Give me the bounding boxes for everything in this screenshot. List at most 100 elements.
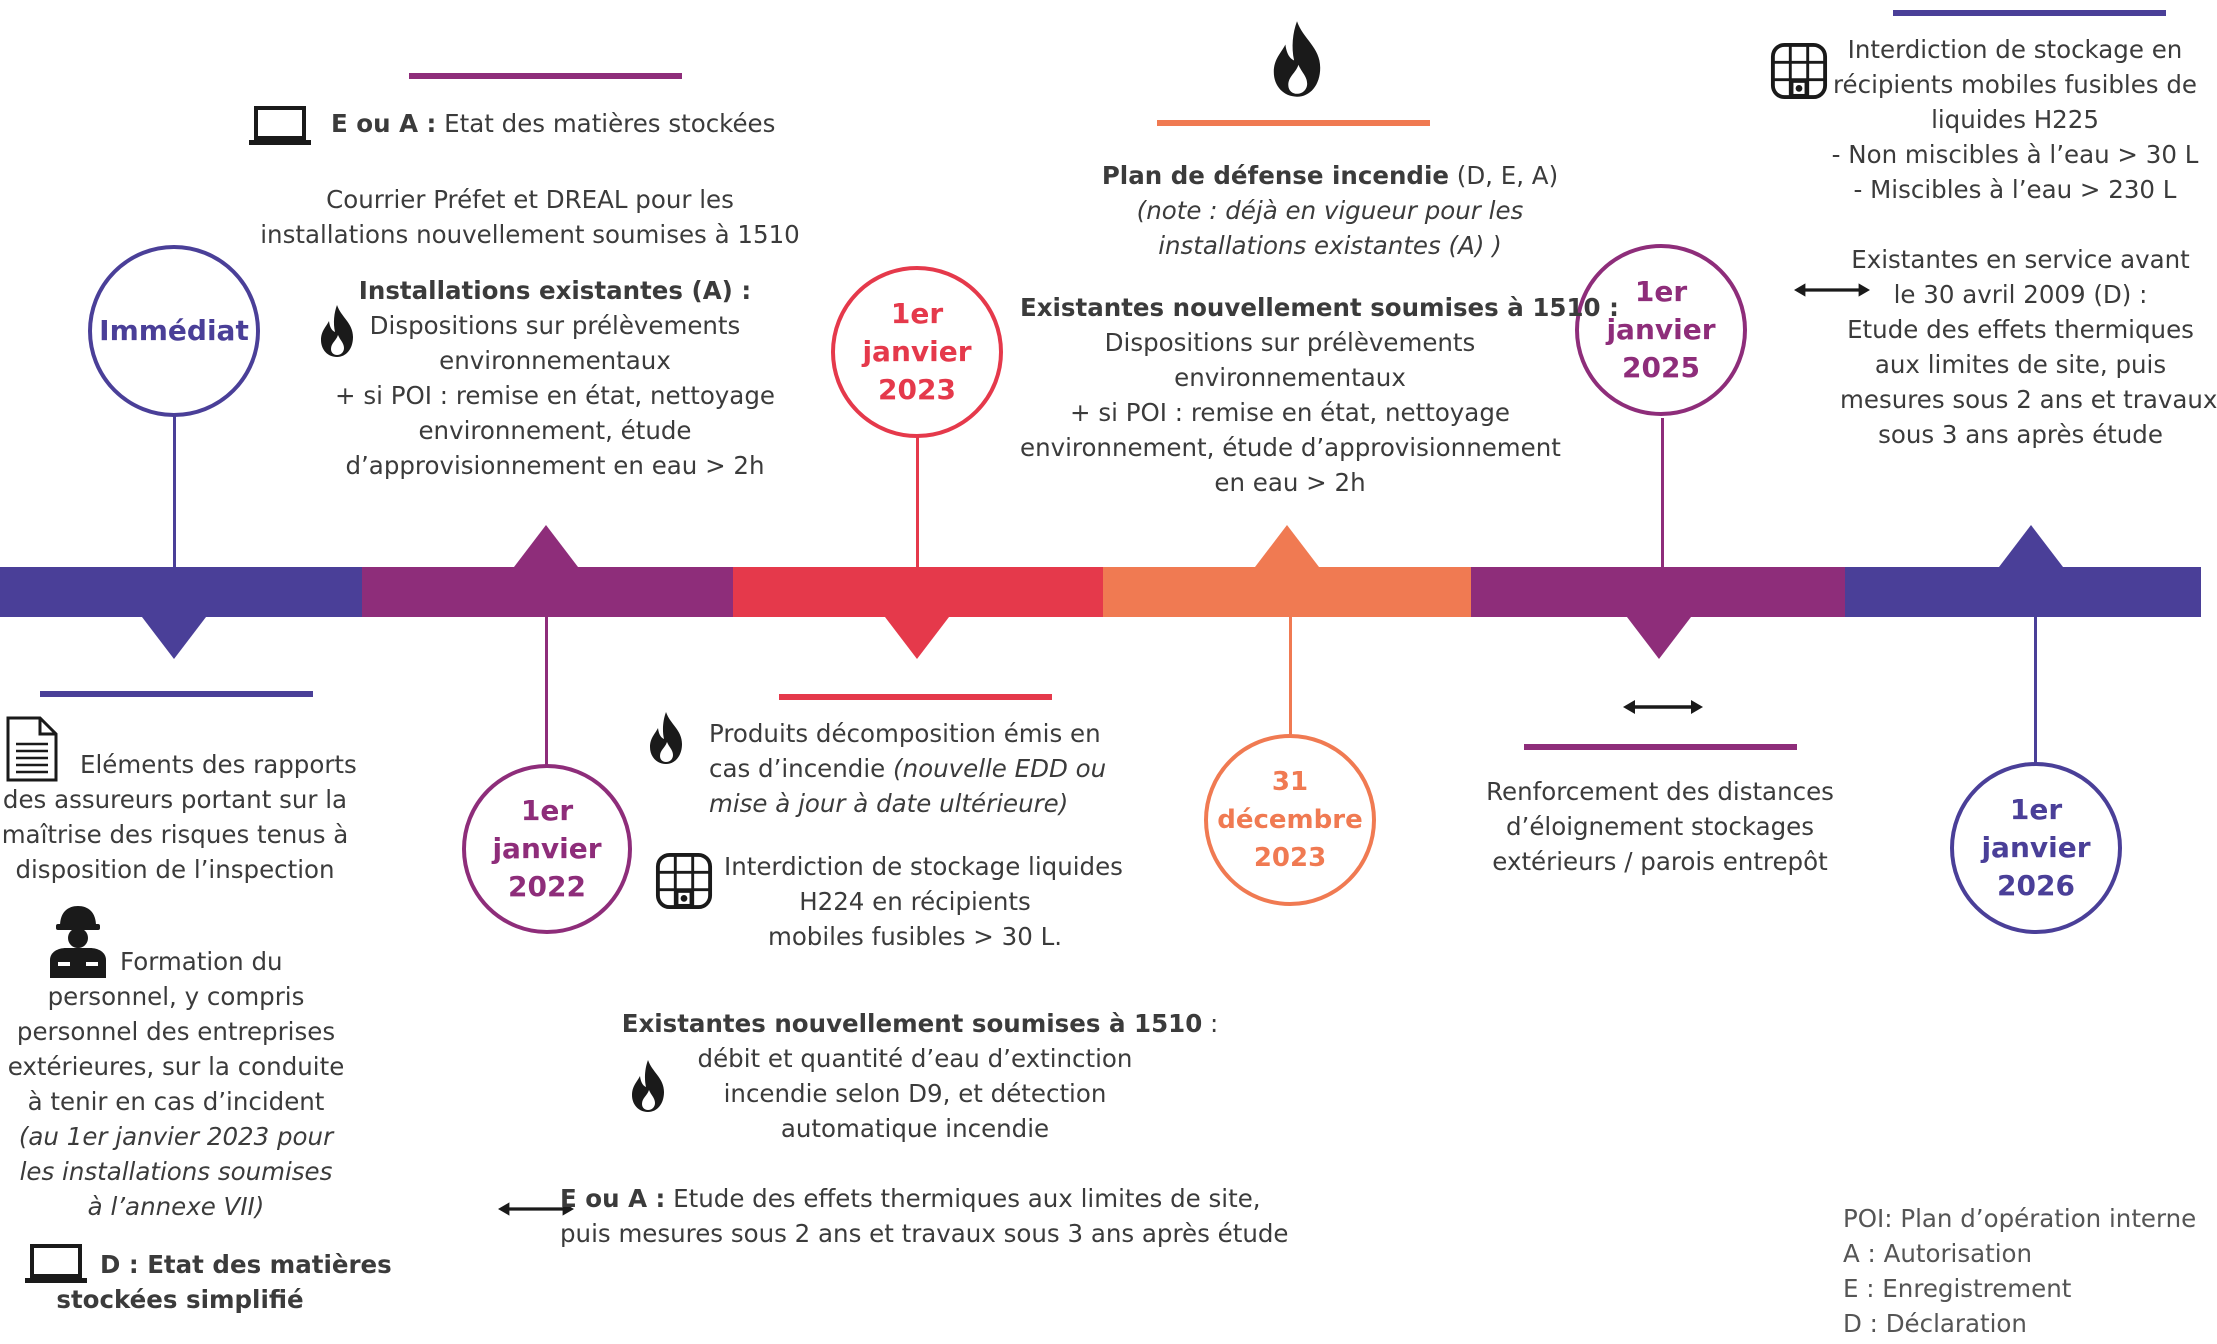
cabinet-icon [655, 852, 713, 910]
text-line: Interdiction de stockage liquides [724, 852, 1123, 881]
accent-line-2022-top [409, 73, 682, 79]
pointer-down-3 [885, 617, 949, 659]
text-span: cas d’incendie [709, 754, 894, 783]
accent-line-imm-bottom [40, 691, 313, 697]
milestone-line2: 2022 [508, 870, 586, 903]
h225-text: Interdiction de stockage en récipients m… [1830, 32, 2200, 207]
legend-item: E : Enregistrement [1843, 1274, 2072, 1303]
text-line: H224 en récipients [799, 887, 1031, 916]
double-arrow-icon [1615, 697, 1711, 717]
milestone-line2: 2023 [1253, 843, 1327, 873]
text-line: Produits décomposition émis en [709, 719, 1101, 748]
milestone-line1: 1er janvier [492, 794, 602, 865]
pointer-down-1 [142, 617, 206, 659]
text-line: automatique incendie [780, 1114, 1050, 1143]
text-span-bold: E ou A : [560, 1184, 666, 1213]
milestone-line2: 2026 [1997, 869, 2075, 902]
accent-line-2026-top [1893, 10, 2166, 16]
assureurs-text-b: des assureurs portant sur la maîtrise de… [0, 782, 350, 887]
etat-d-text-a: D : Etat des matières [100, 1247, 392, 1282]
connector-6 [2034, 617, 2037, 767]
text-line: Formation du [120, 947, 283, 976]
existantes-d9-text: Existantes nouvellement soumises à 1510 … [620, 1006, 1220, 1041]
text-line: - Miscibles à l’eau > 230 L [1853, 175, 2177, 204]
text-line-italic: (note : déjà en vigueur pour les [1136, 196, 1524, 225]
text-line: - Non miscibles à l’eau > 30 L [1831, 140, 2199, 169]
text-line: environnementaux [1174, 363, 1406, 392]
text-line: environnement, étude d’approvisionnement [1020, 433, 1561, 462]
text-line-bold: Installations existantes (A) : [358, 276, 752, 305]
timeline-segment-4 [1103, 567, 1471, 617]
produits-text: Produits décomposition émis en cas d’inc… [709, 716, 1106, 821]
legend: POI: Plan d’opération interne A : Autori… [1843, 1201, 2196, 1341]
text-line-italic: (au 1er janvier 2023 pour [18, 1122, 334, 1151]
text-line: Etude des effets thermiques [1847, 315, 2194, 344]
connector-5 [1661, 418, 1664, 568]
milestone-line1: 31 décembre [1217, 767, 1363, 835]
existantes-2009-text: Existantes en service avant le 30 avril … [1840, 242, 2217, 452]
etat-d-text-b: stockées simplifié [30, 1282, 330, 1317]
text-line: Dispositions sur prélèvements [1104, 328, 1476, 357]
text-line: maîtrise des risques tenus à [1, 820, 349, 849]
text-line: extérieures, sur la conduite [7, 1052, 345, 1081]
text-line: puis mesures sous 2 ans et travaux sous … [560, 1219, 1289, 1248]
text-line: + si POI : remise en état, nettoyage [1070, 398, 1510, 427]
existantes-d9-lines: débit et quantité d’eau d’extinction inc… [660, 1041, 1170, 1146]
firefighter-icon [46, 904, 110, 980]
etat-ea-normal: Etat des matières stockées [436, 109, 776, 138]
milestone-2022: 1er janvier 2022 [462, 764, 632, 934]
courrier-text: Courrier Préfet et DREAL pour les instal… [230, 182, 830, 252]
text-line: Courrier Préfet et DREAL pour les [326, 185, 734, 214]
text-line: récipients mobiles fusibles de [1833, 70, 2197, 99]
etude-thermique-text: E ou A : Etude des effets thermiques aux… [560, 1181, 1289, 1251]
flame-icon [646, 710, 686, 766]
etat-ea-bold: E ou A : [331, 109, 437, 138]
text-line: extérieurs / parois entrepôt [1492, 847, 1828, 876]
milestone-line2: 2025 [1622, 351, 1700, 384]
existantes-1510-text: Existantes nouvellement soumises à 1510 … [1020, 290, 1619, 500]
text-span-bold: Plan de défense incendie [1101, 161, 1449, 190]
text-line: sous 3 ans après étude [1878, 420, 2163, 449]
text-line: environnementaux [439, 346, 671, 375]
milestone-dec-2023: 31 décembre 2023 [1204, 734, 1376, 906]
timeline-segment-1 [0, 567, 362, 617]
text-line: le 30 avril 2009 (D) : [1893, 280, 2148, 309]
text-line: environnement, étude [418, 416, 692, 445]
text-line-bold: Existantes nouvellement soumises à 1510 … [1020, 293, 1619, 322]
text-span: (D, E, A) [1448, 161, 1559, 190]
text-line: Eléments des rapports [80, 750, 357, 779]
connector-4 [1289, 617, 1292, 747]
milestone-2023: 1er janvier 2023 [831, 266, 1003, 438]
pointer-up-4 [1255, 525, 1319, 567]
text-line-italic: les installations soumises [19, 1157, 333, 1186]
text-line: d’éloignement stockages [1505, 812, 1815, 841]
connector-2 [545, 617, 548, 772]
text-line: Interdiction de stockage en [1847, 35, 2183, 64]
accent-line-dec2023-top [1157, 120, 1430, 126]
text-line: Existantes en service avant [1851, 245, 2190, 274]
laptop-icon [24, 1244, 88, 1284]
text-line: d’approvisionnement en eau > 2h [345, 451, 765, 480]
h224-text-a: Interdiction de stockage liquides [724, 849, 1123, 884]
text-line: débit et quantité d’eau d’extinction [697, 1044, 1133, 1073]
installations-existantes-text: Installations existantes (A) : Dispositi… [330, 273, 780, 483]
text-line: aux limites de site, puis [1874, 350, 2167, 379]
milestone-2025: 1er janvier 2025 [1575, 244, 1747, 416]
milestone-2026: 1er janvier 2026 [1950, 762, 2122, 934]
formation-text-b: personnel, y compris personnel des entre… [0, 979, 352, 1224]
text-line: des assureurs portant sur la [2, 785, 348, 814]
text-line: à tenir en cas d’incident [27, 1087, 325, 1116]
plan-defense-text: Plan de défense incendie (D, E, A) (note… [1030, 158, 1630, 263]
milestone-line1: 1er janvier [862, 297, 972, 368]
connector-3 [916, 425, 919, 568]
assureurs-text-a: Eléments des rapports [80, 747, 357, 782]
text-line: en eau > 2h [1214, 468, 1366, 497]
text-line: disposition de l’inspection [15, 855, 335, 884]
text-span-bold: Existantes nouvellement soumises à 1510 [621, 1009, 1203, 1038]
text-line: incendie selon D9, et détection [723, 1079, 1107, 1108]
timeline-segment-2 [362, 567, 733, 617]
milestone-line1: 1er janvier [1606, 275, 1716, 346]
accent-line-2025-bottom [1524, 744, 1797, 750]
legend-item: POI: Plan d’opération interne [1843, 1204, 2197, 1233]
text-line: mesures sous 2 ans et travaux [1840, 385, 2217, 414]
